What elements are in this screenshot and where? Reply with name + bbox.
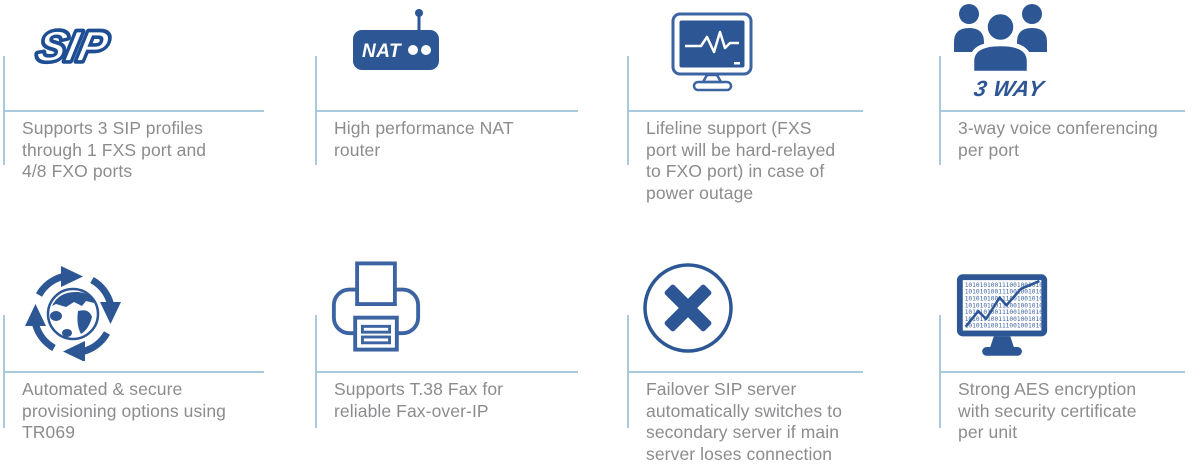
svg-text:101010100111001001010: 101010100111001001010 bbox=[965, 282, 1044, 289]
feature-description: Supports T.38 Fax for reliable Fax-over-… bbox=[334, 379, 504, 421]
feature-card: Failover SIP server automatically switch… bbox=[627, 235, 933, 469]
divider-line bbox=[627, 110, 863, 112]
nat-router-icon: NAT bbox=[353, 9, 439, 70]
divider-line bbox=[3, 110, 264, 112]
fax-icon bbox=[331, 261, 421, 352]
feature-card: NAT High performance NAT router bbox=[315, 0, 621, 234]
feature-description: Supports 3 SIP profiles through 1 FXS po… bbox=[22, 118, 207, 181]
svg-text:101010100111001001010: 101010100111001001010 bbox=[965, 323, 1044, 330]
svg-text:NAT: NAT bbox=[362, 41, 402, 62]
feature-card: 101010100111001001010 101010100111001001… bbox=[939, 235, 1200, 469]
sip-logo-icon: SIP SIP bbox=[30, 21, 116, 74]
feature-description: 3-way voice conferencing per port bbox=[958, 118, 1158, 160]
feature-description: High performance NAT router bbox=[334, 118, 514, 160]
divider-line bbox=[939, 371, 1185, 373]
lifeline-monitor-icon bbox=[671, 12, 753, 92]
svg-text:3 WAY: 3 WAY bbox=[972, 76, 1048, 100]
divider-line bbox=[627, 371, 863, 373]
cycle-arrow-icon bbox=[35, 266, 83, 297]
svg-text:101010100111001001010: 101010100111001001010 bbox=[965, 309, 1044, 316]
svg-text:101010100111001001010: 101010100111001001010 bbox=[965, 316, 1044, 323]
feature-card: Supports T.38 Fax for reliable Fax-over-… bbox=[315, 235, 621, 469]
feature-card: Automated & secure provisioning options … bbox=[3, 235, 309, 469]
feature-card: Lifeline support (FXS port will be hard-… bbox=[627, 0, 933, 234]
feature-card: SIP SIP Supports 3 SIP profiles through … bbox=[3, 0, 309, 234]
feature-card: 3 WAY 3-way voice conferencing per port bbox=[939, 0, 1200, 234]
divider-line bbox=[3, 371, 264, 373]
three-way-conference-icon: 3 WAY bbox=[954, 4, 1048, 100]
divider-line bbox=[315, 110, 578, 112]
provisioning-globe-icon bbox=[23, 266, 123, 361]
feature-description: Automated & secure provisioning options … bbox=[22, 379, 226, 442]
aes-encryption-icon: 101010100111001001010 101010100111001001… bbox=[956, 274, 1048, 356]
svg-text:SIP: SIP bbox=[33, 23, 113, 70]
failover-icon bbox=[643, 263, 733, 353]
divider-line bbox=[315, 371, 578, 373]
feature-description: Lifeline support (FXS port will be hard-… bbox=[646, 118, 836, 203]
divider-line bbox=[939, 110, 1185, 112]
feature-description: Strong AES encryption with security cert… bbox=[958, 379, 1137, 442]
svg-text:101010100111001001010: 101010100111001001010 bbox=[965, 295, 1044, 302]
svg-text:101010100111001001010: 101010100111001001010 bbox=[965, 302, 1044, 309]
svg-text:SIP: SIP bbox=[33, 23, 113, 70]
feature-description: Failover SIP server automatically switch… bbox=[646, 379, 843, 464]
svg-text:101010100111001001010: 101010100111001001010 bbox=[965, 289, 1044, 296]
